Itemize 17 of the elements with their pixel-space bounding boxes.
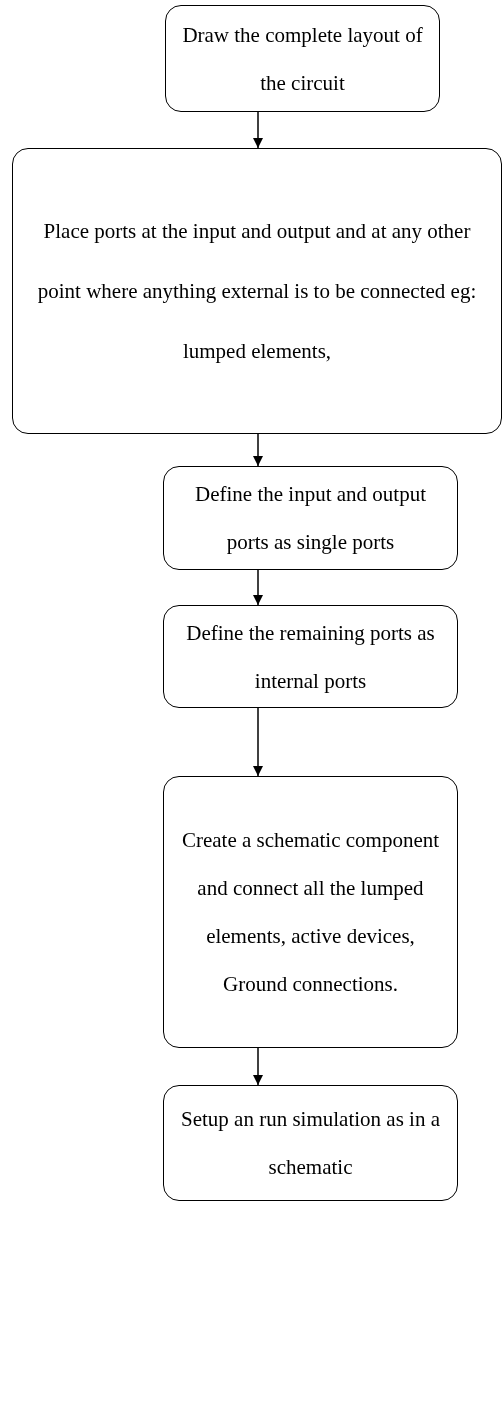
step-text: Draw the complete layout of the circuit	[181, 21, 424, 97]
step-text: Place ports at the input and output and at any other point where anything external is to be connected eg: lumped elements,	[36, 218, 478, 365]
process-box	[163, 1085, 458, 1201]
arrow	[253, 111, 263, 149]
arrow	[253, 433, 263, 467]
process-box	[163, 776, 458, 1048]
process-box	[12, 148, 502, 434]
step-text: Setup an run simulation as in a schematic	[180, 1106, 441, 1181]
step-text: Define the input and output ports as single ports	[194, 481, 427, 556]
process-box	[163, 466, 458, 570]
process-box	[163, 605, 458, 708]
arrow	[253, 569, 263, 606]
step-text: Create a schematic component and connect all the lumped elements, active devices, Ground connections.	[180, 827, 441, 998]
arrow	[253, 707, 263, 777]
process-box	[165, 5, 440, 112]
arrow	[253, 1047, 263, 1086]
step-text: Define the remaining ports as internal ports	[185, 619, 436, 695]
